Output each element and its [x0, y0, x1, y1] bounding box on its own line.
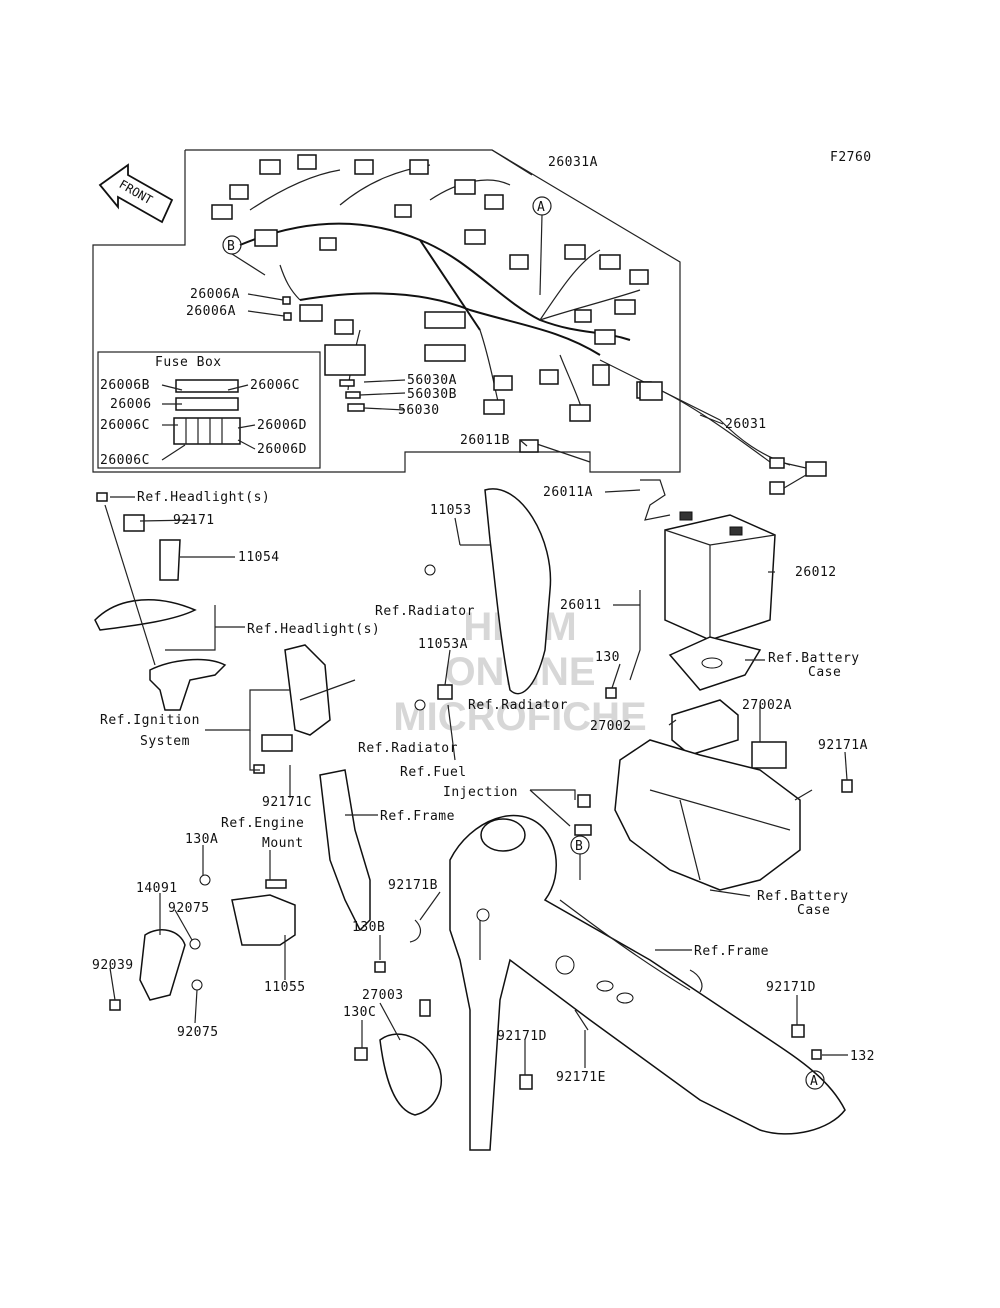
label-92171D-1: 92171D [497, 1029, 547, 1044]
ref-engine-line2: Mount [262, 836, 304, 851]
label-26006A-1: 26006A [190, 287, 240, 302]
ref-battery-case-1-line1: Ref.Battery [768, 651, 860, 666]
label-26011: 26011 [560, 598, 602, 613]
label-92171D-2: 92171D [766, 980, 816, 995]
harness-outline [92, 149, 681, 473]
main-frame [449, 814, 846, 1151]
reference-labels: Ref.Headlight(s) Ref.Headlight(s) Ref.Ra… [100, 490, 860, 959]
ref-radiator-2: Ref.Radiator [468, 698, 568, 713]
label-11053: 11053 [430, 503, 472, 518]
label-130B: 130B [352, 920, 385, 935]
ref-radiator-1: Ref.Radiator [375, 604, 475, 619]
ref-fuel-line1: Ref.Fuel [400, 765, 467, 780]
label-26006A-2: 26006A [186, 304, 236, 319]
label-92171A: 92171A [818, 738, 868, 753]
front-arrow-icon: FRONT [98, 163, 174, 224]
label-92039: 92039 [92, 958, 134, 973]
battery-26012 [629, 479, 776, 681]
ref-radiator-3: Ref.Radiator [358, 741, 458, 756]
label-11053A: 11053A [418, 637, 468, 652]
label-92075-1: 92075 [168, 901, 210, 916]
ref-ignition-line1: Ref.Ignition [100, 713, 200, 728]
label-26006: 26006 [110, 397, 152, 412]
cable-26031 [639, 381, 827, 495]
callout-A-top: A [537, 200, 545, 215]
battery-case-tray [614, 739, 853, 891]
battery-case-cover [668, 636, 762, 691]
label-26012: 26012 [795, 565, 837, 580]
ref-ignition-line2: System [140, 734, 190, 749]
label-92171C: 92171C [262, 795, 312, 810]
label-26031A: 26031A [548, 155, 598, 170]
ecu-27002 [671, 699, 787, 769]
label-92171B: 92171B [388, 878, 438, 893]
engine-mount-bracket [109, 874, 296, 1011]
ref-headlight-2: Ref.Headlight(s) [247, 622, 380, 637]
ref-headlight-1: Ref.Headlight(s) [137, 490, 270, 505]
label-11055: 11055 [264, 980, 306, 995]
label-26006B: 26006B [100, 378, 150, 393]
ignition-bracket [253, 644, 356, 774]
small-fasteners [374, 687, 822, 1060]
label-56030A: 56030A [407, 373, 457, 388]
label-26006C-left: 26006C [100, 418, 150, 433]
fuse-box-title: Fuse Box [155, 355, 222, 370]
horn-27003 [354, 999, 533, 1116]
frame-plate [319, 769, 371, 932]
label-130A: 130A [185, 832, 218, 847]
label-26031: 26031 [725, 417, 767, 432]
label-132: 132 [850, 1049, 875, 1064]
label-92171: 92171 [173, 513, 215, 528]
label-27002: 27002 [590, 719, 632, 734]
label-56030B: 56030B [407, 387, 457, 402]
radiator-guard-plate [414, 488, 552, 711]
ref-battery-case-2-line1: Ref.Battery [757, 889, 849, 904]
ref-frame-2: Ref.Frame [694, 944, 769, 959]
callout-A-bottom: A [810, 1074, 818, 1089]
label-26011B: 26011B [460, 433, 510, 448]
callout-B-top: B [227, 239, 235, 254]
label-26006D-2: 26006D [257, 442, 307, 457]
label-56030: 56030 [398, 403, 440, 418]
label-92075-2: 92075 [177, 1025, 219, 1040]
label-27003: 27003 [362, 988, 404, 1003]
part-labels: Fuse Box 26031A 26006A 26006A 26006B 260… [92, 155, 875, 1085]
label-11054: 11054 [238, 550, 280, 565]
ref-engine-line1: Ref.Engine [221, 816, 304, 831]
ref-battery-case-2-line2: Case [797, 903, 830, 918]
leader-lines [109, 149, 848, 1075]
label-92171E: 92171E [556, 1070, 606, 1085]
label-26006D-1: 26006D [257, 418, 307, 433]
ref-fuel-line2: Injection [443, 785, 518, 800]
label-27002A: 27002A [742, 698, 792, 713]
figure-code: F2760 [830, 150, 872, 165]
ref-battery-case-1-line2: Case [808, 665, 841, 680]
label-26006C-right: 26006C [250, 378, 300, 393]
label-26006C-bottom: 26006C [100, 453, 150, 468]
label-130: 130 [595, 650, 620, 665]
callout-markers: A B B A [222, 196, 825, 1090]
callout-B-bottom: B [575, 839, 583, 854]
label-14091: 14091 [136, 881, 178, 896]
label-26011A: 26011A [543, 485, 593, 500]
watermark-line-3: MICROFICHE [393, 695, 646, 739]
headlight-bracket-assembly [94, 492, 227, 711]
harness-connectors [211, 154, 652, 453]
ref-frame-1: Ref.Frame [380, 809, 455, 824]
label-130C: 130C [343, 1005, 376, 1020]
